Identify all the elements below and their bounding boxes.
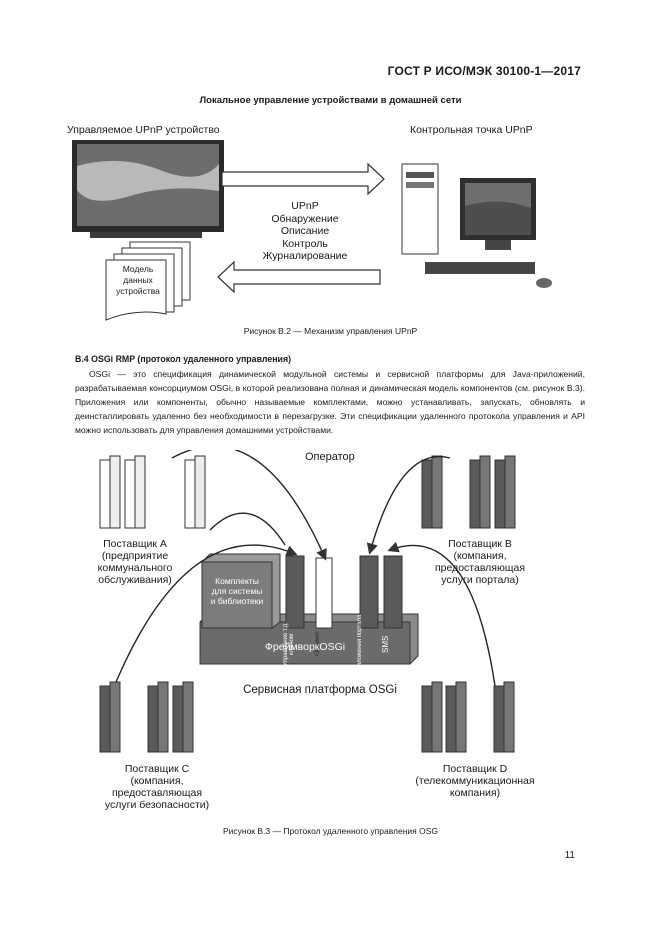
document-stack-icon	[105, 241, 191, 321]
vendor-line: Поставщик С	[124, 763, 190, 775]
vendor-line: (компания,	[130, 775, 184, 787]
figure-caption: Рисунок В.2 — Механизм управления UPnP	[243, 326, 418, 336]
vendor-line: Поставщик А	[103, 538, 167, 550]
control-point-label: Контрольная точка UPnP	[410, 124, 533, 136]
section-paragraph: OSGi — это спецификация динамической мод…	[75, 367, 585, 437]
vendor-line: предоставляющая	[111, 787, 203, 799]
device-model-doc: Модель данных устройства	[112, 264, 164, 297]
vendor-line: компания)	[449, 787, 501, 799]
paragraph-text: OSGi — это спецификация динамической мод…	[75, 369, 585, 435]
box-line: и библиотеки	[210, 596, 264, 606]
doc-label-line: Модель	[122, 264, 154, 274]
arrow-left-icon	[217, 260, 381, 294]
upnp-step: Журналирование	[262, 250, 348, 262]
managed-device-label: Управляемое UPnP устройство	[67, 124, 220, 136]
box-line: для системы	[211, 586, 263, 596]
vendor-c-label: Поставщик С (компания, предоставляющая у…	[92, 763, 222, 811]
doc-label-line: устройства	[116, 286, 160, 296]
tv-icon	[72, 140, 224, 238]
upnp-step: Контроль	[282, 237, 328, 250]
operator-label: Оператор	[305, 451, 355, 463]
vendor-line: (телекоммуникационная	[415, 775, 535, 787]
section-heading: В.4 OSGi RMP (протокол удаленного управл…	[75, 354, 292, 364]
doc-label-line: данных	[123, 275, 153, 285]
vendor-line: Поставщик В	[448, 538, 512, 550]
box-line: Комплекты	[215, 576, 259, 586]
vendor-line: обслуживания)	[98, 574, 172, 586]
system-bundles-box: Комплекты для системы и библиотеки	[204, 576, 270, 606]
upnp-diagram	[72, 140, 552, 321]
upnp-step: Обнаружение	[271, 212, 339, 225]
upnp-step: UPnP	[291, 200, 319, 212]
upnp-steps-list: UPnP Обнаружение Описание Контроль Журна…	[255, 200, 355, 263]
osgi-diagram	[99, 450, 516, 753]
platform-label: Сервисная платформа OSGi	[243, 684, 397, 696]
arrow-right-icon	[221, 162, 385, 196]
figure-caption: Рисунок В.3 — Протокол удаленного управл…	[222, 826, 439, 836]
framework-label: ФреймворкOSGi	[264, 641, 346, 653]
document-code: ГОСТ Р ИСО/МЭК 30100-1—2017	[387, 64, 581, 78]
vendor-d-label: Поставщик D (телекоммуникационная компан…	[400, 763, 550, 799]
vendor-line: услуги безопасности)	[104, 799, 210, 811]
vendor-line: Поставщик D	[442, 763, 508, 775]
vendor-line: предоставляющая	[434, 562, 526, 574]
computer-icon	[401, 163, 552, 288]
vendor-b-label: Поставщик В (компания, предоставляющая у…	[420, 538, 540, 586]
vendor-line: (предприятие	[101, 550, 169, 562]
page-number: 11	[564, 850, 575, 861]
vendor-line: (компания,	[453, 550, 507, 562]
vendor-line: коммунального	[97, 562, 173, 574]
figure-title: Локальное управление устройствами в дома…	[199, 95, 462, 106]
upnp-step: Описание	[280, 225, 330, 237]
vendor-a-label: Поставщик А (предприятие коммунального о…	[80, 538, 190, 586]
vendor-line: услуги портала)	[441, 574, 519, 586]
